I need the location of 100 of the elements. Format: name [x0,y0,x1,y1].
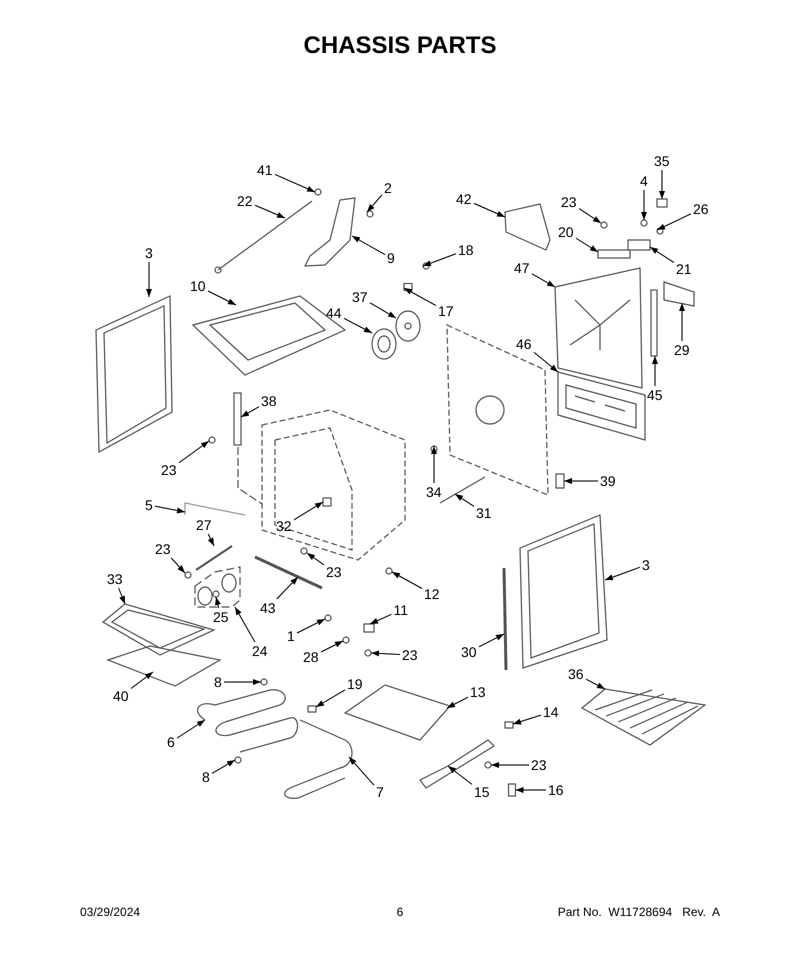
leader-arrow [659,170,665,200]
callout-number: 32 [276,518,292,534]
terminal-block-icon [627,239,651,251]
screw-icon [324,614,332,622]
leader-arrow [578,208,602,224]
screw-icon [385,567,393,575]
leader-arrow [306,552,324,566]
leader-arrow [176,720,206,739]
strip-drawing [650,289,658,357]
callout-number: 8 [214,674,222,690]
bushing-icon [322,497,332,507]
leader-arrow [564,478,598,484]
leader-arrow [208,290,236,306]
callout-number: 26 [693,201,709,217]
callout-number: 10 [190,278,206,294]
leader-arrow [534,352,558,372]
leader-arrow [352,236,386,256]
leader-arrow [274,174,316,192]
callout-number: 44 [326,305,342,321]
leader-arrow [254,204,286,218]
rail-drawing [419,739,495,789]
bracket-icon [597,249,631,259]
screw-icon [600,221,608,229]
leader-arrow [224,679,262,685]
callout-number: 18 [458,242,474,258]
callout-number: 46 [516,336,532,352]
leader-arrow [348,756,374,786]
rail-drawing [254,556,323,590]
bracket-drawing [304,197,356,267]
callout-number: 27 [196,517,212,533]
callout-number: 8 [202,769,210,785]
leader-arrow [656,213,692,230]
leader-arrow [422,253,456,266]
leader-arrow [679,302,685,342]
callout-number: 3 [642,557,650,573]
leader-arrow [212,760,236,774]
leader-arrow [604,566,640,580]
leader-arrow [370,302,396,318]
callout-number: 23 [561,194,577,210]
screw-icon [342,636,350,644]
fan-assembly-drawing [194,566,241,608]
leader-arrow [154,506,186,514]
callout-number: 11 [394,602,408,618]
leader-arrow [178,440,210,464]
screw-icon [184,571,192,579]
screw-icon [260,678,268,686]
callout-number: 30 [461,644,477,660]
leader-arrow [650,246,674,264]
callout-number: 25 [213,609,229,625]
foot-icon [508,783,516,797]
callout-number: 13 [470,684,486,700]
screw-icon [364,649,372,657]
oven-rack-drawing [580,688,707,746]
clip-icon [403,282,413,292]
cover-drawing [504,203,551,251]
leader-arrow [454,494,474,507]
callout-number: 16 [548,782,564,798]
leader-arrow [170,558,186,574]
screw-icon [234,756,242,764]
callout-number: 1 [287,628,295,644]
page-number: 6 [396,905,404,919]
callout-number: 15 [474,784,490,800]
leader-arrow [370,614,392,624]
leader-arrow [392,572,422,589]
part-number-label: Part No. W11728694 Rev. A [558,905,720,919]
callout-number: 7 [376,784,384,800]
callout-number: 19 [347,676,363,692]
callout-number: 23 [326,564,342,580]
leader-arrow [515,787,546,793]
fan-blade-drawing [395,310,421,342]
tray-drawing [192,295,346,376]
page-title: CHASSIS PARTS [304,32,496,60]
callout-number: 22 [237,193,253,209]
leader-arrow [234,606,256,642]
callout-number: 45 [647,387,663,403]
terminal-icon [640,219,648,227]
broil-element-drawing [284,719,352,799]
leader-arrow [576,238,598,252]
leader-arrow [404,288,436,306]
clip-icon [504,721,514,729]
callout-number: 39 [600,473,616,489]
bake-element-drawing [197,689,298,753]
callout-number: 23 [531,757,547,773]
callout-number: 33 [107,571,123,587]
callout-number: 35 [654,153,670,169]
leader-arrow [641,190,647,220]
leader-arrow [490,762,530,768]
screw-icon [208,436,216,444]
callout-number: 41 [257,162,273,178]
callout-number: 29 [674,342,690,358]
leader-arrow [478,634,504,648]
callout-number: 42 [456,191,472,207]
rod-drawing [195,545,233,571]
leader-arrow [652,356,658,386]
callout-number: 40 [113,688,129,704]
leader-arrow [446,696,468,708]
plate-drawing [663,281,695,307]
bottom-pan-drawing [106,645,222,687]
screw-icon [366,210,374,218]
leader-arrow [296,618,326,634]
